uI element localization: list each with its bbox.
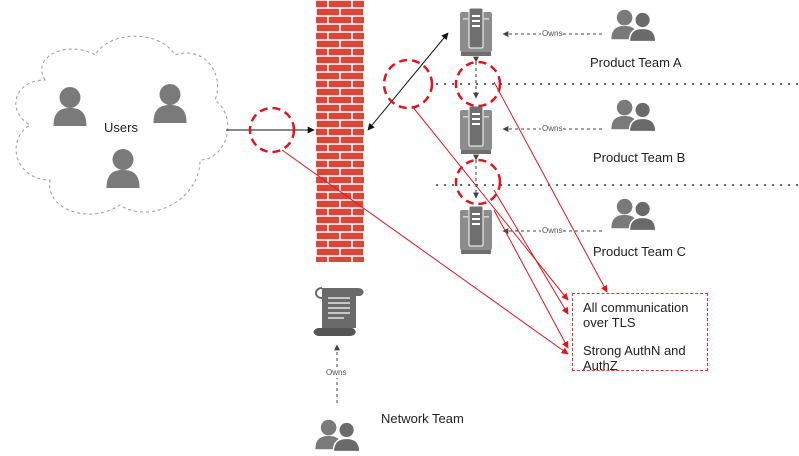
highlight-circle <box>454 158 502 206</box>
team-b-icon <box>610 99 657 133</box>
highlight-circle <box>454 60 502 108</box>
requirement-link <box>411 105 569 301</box>
requirement-link <box>493 189 569 315</box>
server-c-icon <box>459 205 493 255</box>
team-c-icon <box>610 198 657 232</box>
team-b-label: Product Team B <box>593 150 686 165</box>
team-c-label: Product Team C <box>593 244 686 259</box>
team-a-icon <box>610 9 657 43</box>
requirement-link <box>493 81 608 293</box>
owns-label: Owns <box>541 29 564 39</box>
server-b-icon <box>459 105 493 155</box>
network-team-icon <box>314 419 361 453</box>
requirement-tls-line1: All communication <box>583 300 689 315</box>
highlight-circle <box>382 58 434 110</box>
owns-label: Owns <box>325 368 348 378</box>
requirement-tls-line2: over TLS <box>583 315 636 330</box>
highlight-circle <box>248 106 296 154</box>
firewall-icon <box>316 0 364 262</box>
requirement-auth-line2: AuthZ <box>583 358 618 373</box>
requirement-link <box>281 149 569 355</box>
policy-document-icon <box>313 287 364 336</box>
network-team-label: Network Team <box>381 411 464 426</box>
server-a-icon <box>459 7 493 57</box>
requirement-link <box>493 209 569 349</box>
team-a-label: Product Team A <box>590 55 682 70</box>
owns-label: Owns <box>541 124 564 134</box>
requirements-box: All communication over TLS Strong AuthN … <box>572 293 708 373</box>
requirement-auth-line1: Strong AuthN and <box>583 343 686 358</box>
owns-label: Owns <box>541 226 564 236</box>
users-cloud <box>15 35 229 215</box>
firewall-server-arrow <box>367 32 449 131</box>
users-label: Users <box>104 120 138 135</box>
